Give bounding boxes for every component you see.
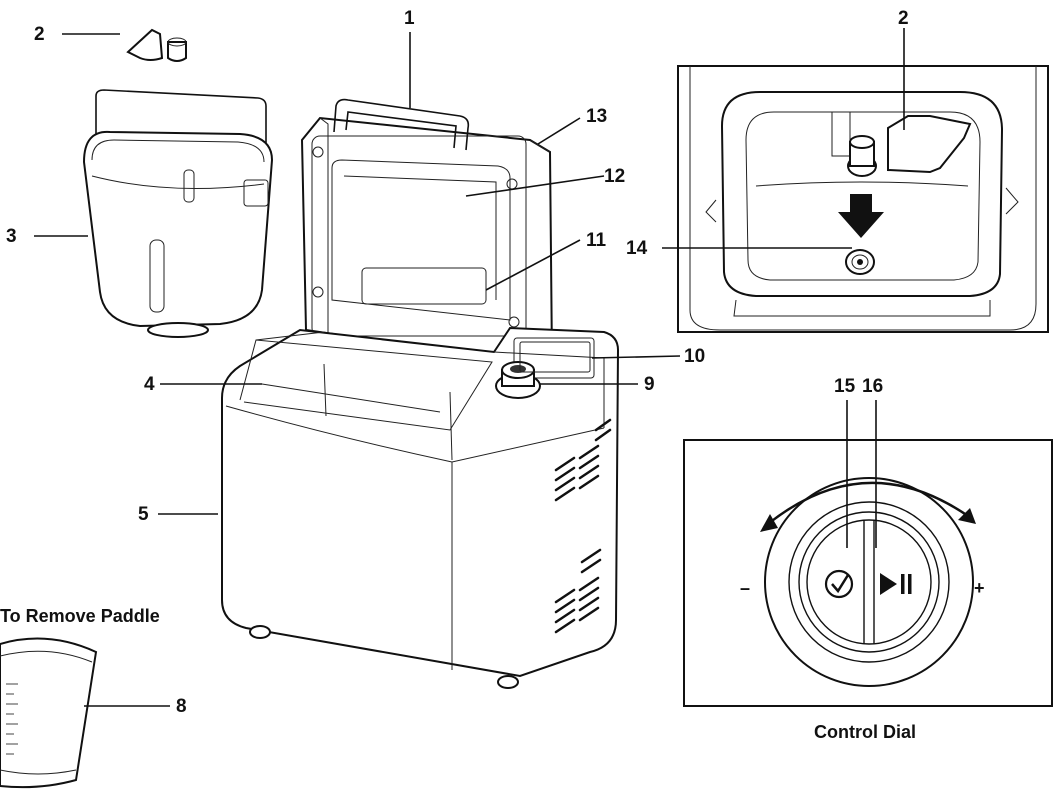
display-window	[519, 341, 591, 373]
callout-11: 11	[586, 230, 607, 251]
dial-minus-label: –	[740, 578, 750, 598]
vent-slots-bottom	[554, 548, 602, 634]
callout-5: 5	[138, 504, 149, 525]
control-dial-caption: Control Dial	[814, 722, 916, 742]
callout-10: 10	[684, 346, 705, 367]
bread-pan	[82, 89, 274, 338]
callout-2-inset: 2	[898, 8, 909, 29]
dial-plus-label: +	[974, 578, 985, 598]
vent-slots-top	[554, 418, 612, 502]
play-pause-icon	[880, 573, 912, 595]
machine-body	[221, 326, 620, 689]
callout-12: 12	[604, 166, 625, 187]
curved-double-arrow-icon	[760, 481, 976, 532]
callout-15: 15	[834, 376, 856, 397]
measuring-cup	[0, 637, 98, 789]
callout-16: 16	[862, 376, 883, 397]
callout-9: 9	[644, 374, 655, 395]
leader-lines	[34, 28, 905, 707]
callout-14: 14	[626, 238, 648, 259]
control-dial-inset	[683, 439, 1053, 707]
lid	[300, 116, 554, 361]
control-knob	[495, 361, 541, 399]
down-arrow-icon	[838, 194, 884, 238]
callout-8: 8	[176, 696, 187, 717]
callout-2-paddle: 2	[34, 24, 45, 45]
callout-4: 4	[144, 374, 155, 395]
kneading-paddle	[126, 28, 187, 62]
callout-1: 1	[404, 8, 415, 29]
remove-paddle-caption: To Remove Paddle	[0, 606, 160, 626]
callout-13: 13	[586, 106, 607, 127]
lid-handle	[333, 98, 470, 151]
checkmark-circle-icon	[824, 569, 854, 599]
callout-3: 3	[6, 226, 17, 247]
